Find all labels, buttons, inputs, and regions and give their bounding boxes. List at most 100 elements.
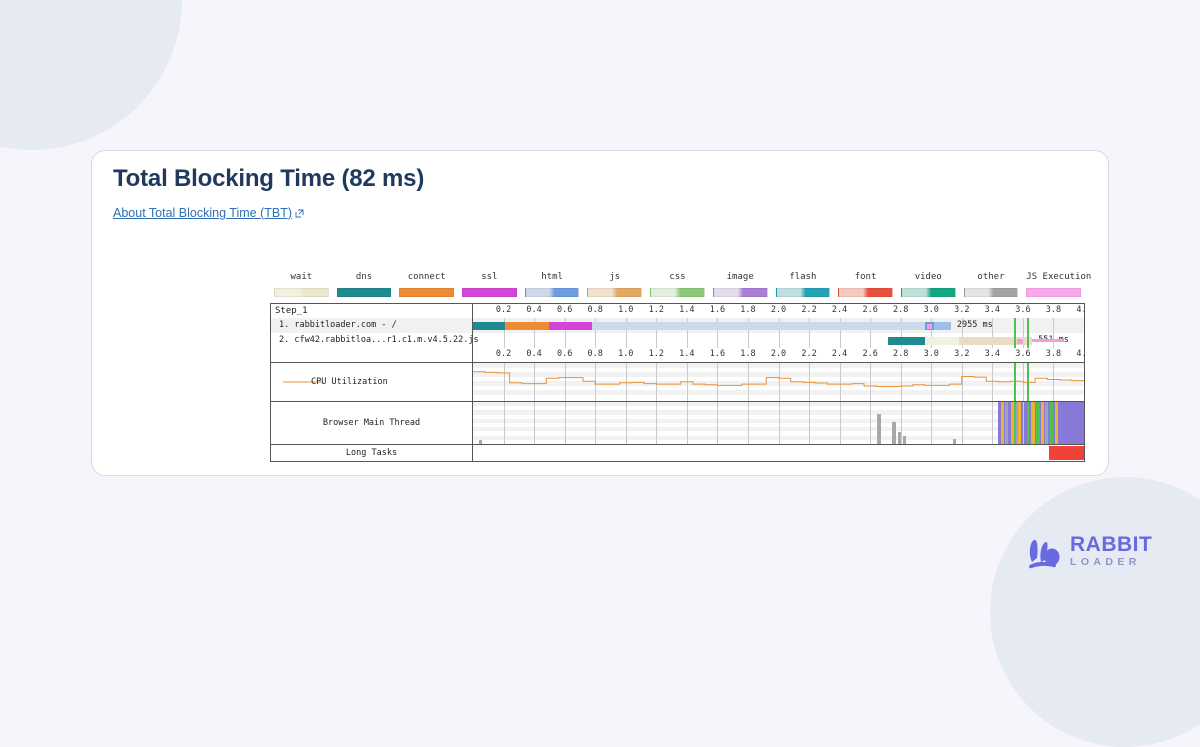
milestone-marker (1026, 402, 1029, 444)
axis-tick: 1.8 (740, 305, 756, 315)
legend-label: dns (355, 272, 373, 282)
axis-tick: 1.0 (618, 349, 634, 359)
gridline (503, 363, 505, 401)
legend-swatch (963, 288, 1019, 297)
cpu-utilization-plot (473, 363, 1084, 401)
axis-tick: 1.4 (679, 349, 695, 359)
axis-tick: 2.0 (770, 349, 787, 359)
axis-tick: 1.0 (618, 305, 634, 315)
axis-tick: 3.2 (954, 349, 970, 359)
page-title: Total Blocking Time (82 ms) (113, 165, 425, 192)
gridline (839, 363, 841, 401)
browser-main-thread-plot (473, 402, 1084, 444)
axis-tick: 1.4 (679, 305, 695, 315)
gridline (931, 402, 933, 444)
gridline (778, 363, 780, 401)
background-circle-bottom-right (990, 477, 1200, 747)
gridline (1022, 318, 1024, 333)
gridline (717, 363, 719, 401)
gridline (686, 333, 688, 348)
legend-label: image (726, 272, 754, 282)
gridline (992, 363, 994, 401)
background-circle-top-left (0, 0, 182, 150)
legend-swatch (462, 288, 517, 297)
legend-label: css (669, 272, 686, 282)
gridline (656, 363, 658, 401)
long-tasks-plot (473, 445, 1084, 461)
bar-segment-wait (925, 337, 959, 345)
gridline (595, 402, 597, 444)
duration-label: 2955 ms (956, 320, 993, 330)
axis-tick: 1.6 (709, 349, 726, 359)
axis-tick: 0.2 (495, 305, 512, 315)
gridline (625, 402, 627, 444)
legend-item-ssl: ssl (462, 271, 517, 297)
main-thread-task (1054, 402, 1059, 444)
gridline (931, 363, 933, 401)
gridline (809, 402, 811, 444)
logo-primary-text: RABBIT (1070, 533, 1153, 556)
gridline (1053, 363, 1055, 401)
gridline (870, 402, 872, 444)
bar-segment-html (934, 322, 951, 330)
request-label: 2. cfw42.rabbitloa...r1.c1.m.v4.5.22.js (279, 335, 479, 345)
table-row[interactable]: 1. rabbitloader.com - / 2955 ms (271, 318, 1084, 333)
main-thread-activity (898, 432, 902, 444)
gridline (992, 318, 994, 333)
gridline (778, 333, 780, 348)
milestone-marker (1013, 402, 1016, 444)
legend-swatch (399, 288, 455, 297)
main-thread-activity (903, 436, 907, 444)
gridline (747, 402, 749, 444)
legend-item-video: video (900, 271, 956, 297)
bar-segment-dns (473, 322, 505, 330)
legend-label: flash (789, 272, 817, 282)
axis-tick: 3.6 (1015, 305, 1031, 315)
step-label-cell: Step_1 (271, 304, 473, 318)
gridline (686, 402, 688, 444)
milestone-marker (1013, 363, 1016, 401)
gridline (656, 333, 658, 348)
gridline (625, 333, 627, 348)
gridline (809, 333, 811, 348)
main-thread-task (1031, 402, 1035, 444)
axis-tick: 2.8 (893, 305, 909, 315)
gridline (564, 333, 566, 348)
main-thread-task (1018, 402, 1022, 444)
legend-swatch (336, 288, 392, 297)
axis-tick: 0.2 (495, 349, 512, 359)
legend-item-js-execution: JS Execution (1026, 271, 1091, 297)
axis-tick: 3.8 (1045, 305, 1062, 315)
gridline (656, 402, 658, 444)
legend-swatch (650, 288, 705, 297)
cpu-utilization-row: CPU Utilization (271, 363, 1084, 402)
cpu-utilization-label-cell: CPU Utilization (271, 363, 473, 401)
axis-tick: 0.4 (526, 305, 542, 315)
axis-tick: 1.8 (740, 349, 756, 359)
axis-tick: 2.6 (862, 349, 878, 359)
main-thread-task (1044, 402, 1049, 444)
axis-tick: 2.8 (893, 349, 909, 359)
main-thread-task (1040, 402, 1044, 444)
table-row[interactable]: 2. cfw42.rabbitloa...r1.c1.m.v4.5.22.js … (271, 333, 1084, 348)
gridline (992, 402, 994, 444)
legend-swatch (274, 288, 329, 297)
gridline (900, 363, 902, 401)
browser-main-thread-label-cell: Browser Main Thread (271, 402, 473, 444)
request-label: 1. rabbitloader.com - / (279, 320, 397, 330)
legend-swatch (900, 288, 956, 297)
gridline (870, 363, 872, 401)
about-tbt-link[interactable]: About Total Blocking Time (TBT) (113, 206, 304, 221)
cpu-utilization-label: CPU Utilization (311, 377, 388, 387)
gridline (1022, 402, 1024, 444)
gridline (839, 402, 841, 444)
axis-tick: 4.0 (1076, 305, 1084, 315)
main-thread-activity (953, 439, 956, 444)
gridline (503, 333, 505, 348)
legend-swatch (838, 288, 893, 297)
axis-tick: 3.0 (923, 305, 939, 315)
